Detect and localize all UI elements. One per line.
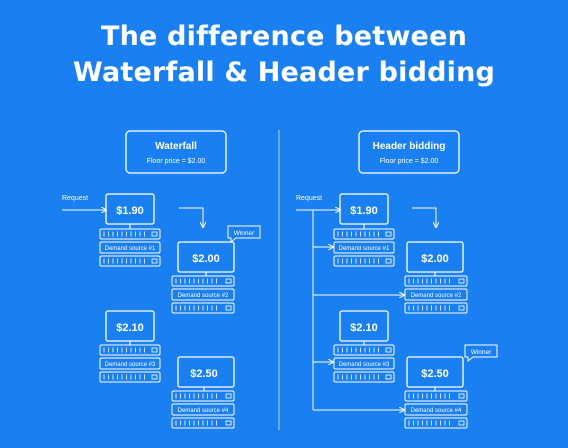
title-line-1: The difference between	[100, 21, 468, 52]
rack-status-light	[458, 393, 465, 399]
server-rack-mid	[333, 357, 395, 370]
server-rack-bottom	[333, 371, 395, 383]
rack-status-light	[385, 374, 392, 380]
title-line-2: Waterfall & Header bidding	[72, 57, 496, 88]
demand-source-label: Demand source #2	[411, 293, 462, 299]
rack-status-light	[385, 231, 392, 237]
demand-source-label: Demand source #4	[178, 408, 229, 414]
rack-status-light	[151, 231, 158, 237]
rack-status-light	[151, 374, 158, 380]
server-rack-mid	[404, 288, 468, 301]
header-bidding-heading: Header bidding	[373, 141, 446, 152]
server-rack-top	[171, 275, 235, 287]
bid-price: $2.00	[421, 253, 449, 265]
waterfall-heading: Waterfall	[155, 141, 197, 152]
rack-status-light	[385, 347, 392, 353]
rack-status-light	[385, 258, 392, 264]
waterfall-server-2: $2.00 Demand source #2 Winner	[171, 225, 261, 314]
server-rack-bottom	[404, 302, 468, 314]
demand-source-label: Demand source #3	[105, 362, 156, 368]
waterfall-flow-arrow	[179, 207, 203, 227]
server-monitor	[177, 356, 235, 388]
demand-source-label: Demand source #4	[411, 408, 462, 414]
header-bidding-request-label: Request	[296, 195, 322, 202]
server-rack-top	[404, 390, 468, 402]
rack-status-light	[225, 393, 232, 399]
rack-status-light	[225, 305, 232, 311]
server-rack-bottom	[99, 371, 161, 383]
server-rack-mid	[333, 241, 395, 254]
server-rack-top	[333, 344, 395, 356]
server-rack-top	[333, 228, 395, 240]
bid-price: $1.90	[350, 205, 378, 217]
bid-price: $2.50	[421, 368, 449, 380]
demand-source-label: Demand source #1	[339, 246, 390, 252]
demand-source-label: Demand source #2	[178, 293, 229, 299]
waterfall-server-3: $2.10 Demand source #3	[99, 310, 161, 383]
server-rack-bottom	[171, 417, 235, 429]
server-rack-top	[99, 344, 161, 356]
waterfall-server-4: $2.50 Demand source #4	[171, 356, 235, 429]
demand-source-label: Demand source #3	[339, 362, 390, 368]
server-rack-top	[171, 390, 235, 402]
winner-label: Winner	[234, 230, 255, 237]
header-bidding-server-4: $2.50 Demand source #4 Winner	[404, 344, 498, 429]
header-bidding-heading-box	[358, 130, 460, 174]
server-rack-top	[404, 275, 468, 287]
rack-status-light	[458, 278, 465, 284]
server-rack-mid	[171, 403, 235, 416]
winner-bubble	[227, 225, 261, 244]
winner-bubble	[464, 344, 498, 363]
server-rack-mid	[99, 241, 161, 254]
winner-label: Winner	[471, 349, 492, 356]
rack-status-light	[458, 305, 465, 311]
server-rack-bottom	[171, 302, 235, 314]
server-rack-bottom	[333, 255, 395, 267]
header-bidding-server-3: $2.10 Demand source #3	[333, 310, 395, 383]
header-bidding-floor-price: Floor price = $2.00	[380, 158, 439, 165]
server-rack-mid	[171, 288, 235, 301]
header-bidding-panel: Header bidding Floor price = $2.00 Reque…	[296, 130, 498, 429]
bid-price: $1.90	[116, 205, 144, 217]
rack-status-light	[151, 347, 158, 353]
waterfall-panel: Waterfall Floor price = $2.00 Request $1…	[62, 130, 261, 429]
rack-status-light	[225, 278, 232, 284]
bid-price: $2.00	[192, 253, 220, 265]
waterfall-server-1: $1.90 Demand source #1	[99, 193, 161, 267]
server-rack-bottom	[404, 417, 468, 429]
waterfall-request-label: Request	[62, 195, 88, 202]
server-rack-mid	[99, 357, 161, 370]
rack-status-light	[225, 420, 232, 426]
bid-price: $2.50	[190, 368, 218, 380]
demand-source-label: Demand source #1	[105, 246, 156, 252]
server-rack-mid	[404, 403, 468, 416]
server-rack-top	[99, 228, 161, 240]
waterfall-heading-box	[125, 130, 227, 174]
server-rack-bottom	[99, 255, 161, 267]
bid-price: $2.10	[350, 322, 378, 334]
rack-indicator-ticks	[103, 231, 465, 426]
header-bidding-server-2: $2.00 Demand source #2	[404, 241, 468, 314]
header-bidding-flow-arrow	[412, 207, 436, 227]
waterfall-floor-price: Floor price = $2.00	[147, 158, 206, 165]
rack-status-light	[151, 258, 158, 264]
rack-status-light	[458, 420, 465, 426]
header-bidding-server-1: $1.90 Demand source #1	[333, 193, 395, 267]
bid-price: $2.10	[116, 322, 144, 334]
